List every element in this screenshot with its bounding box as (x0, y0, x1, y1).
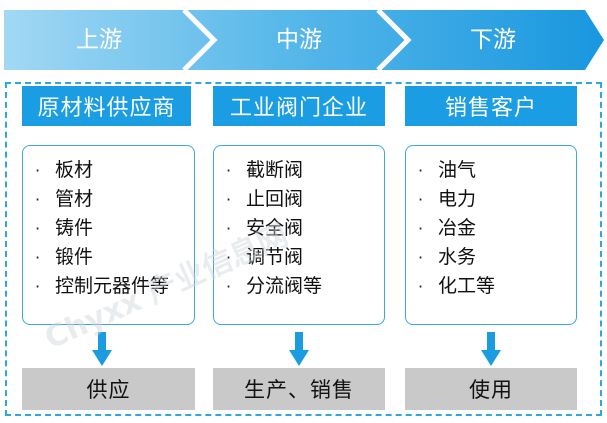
item-label: 安全阀 (246, 217, 304, 239)
bullet-icon: · (35, 161, 41, 180)
item-label: 分流阀等 (246, 275, 323, 297)
down-arrow-icon (289, 332, 309, 366)
bullet-icon: · (35, 190, 41, 209)
item-label: 锻件 (55, 246, 94, 268)
item-label: 铸件 (55, 217, 94, 239)
list-item: · 化工等 (418, 272, 576, 301)
bullet-icon: · (226, 277, 232, 296)
outcome-production-sales: 生产、销售 (213, 368, 385, 410)
banner-divider-1 (182, 8, 218, 72)
item-label: 管材 (55, 188, 94, 210)
bullet-icon: · (226, 161, 232, 180)
list-item: · 油气 (418, 156, 576, 185)
card-downstream: · 油气 · 电力 · 冶金 · 水务 · 化工等 (405, 145, 577, 325)
list-item: · 安全阀 (226, 214, 384, 243)
banner-divider-2 (376, 8, 412, 72)
bullet-icon: · (418, 248, 424, 267)
bullet-icon: · (418, 219, 424, 238)
bullet-icon: · (418, 161, 424, 180)
bullet-icon: · (418, 277, 424, 296)
stage-downstream: 下游 (470, 26, 516, 53)
item-label: 板材 (55, 159, 94, 181)
list-item: · 水务 (418, 243, 576, 272)
outcome-supply: 供应 (22, 368, 195, 410)
header-sales-customers: 销售客户 (405, 86, 577, 126)
stage-upstream: 上游 (76, 26, 122, 53)
bullet-icon: · (226, 190, 232, 209)
stage-banner (4, 8, 604, 72)
bullet-icon: · (418, 190, 424, 209)
bullet-icon: · (35, 219, 41, 238)
stage-midstream: 中游 (276, 26, 322, 53)
list-item: · 铸件 (35, 214, 194, 243)
item-label: 化工等 (438, 275, 496, 297)
list-item: · 冶金 (418, 214, 576, 243)
down-arrow-icon (92, 332, 112, 366)
bullet-icon: · (226, 219, 232, 238)
bullet-icon: · (35, 248, 41, 267)
list-item: · 管材 (35, 185, 194, 214)
list-item: · 锻件 (35, 243, 194, 272)
outcome-usage: 使用 (405, 368, 577, 410)
item-label: 止回阀 (246, 188, 304, 210)
item-label: 截断阀 (246, 159, 304, 181)
bullet-icon: · (226, 248, 232, 267)
item-label: 冶金 (438, 217, 477, 239)
list-item: · 电力 (418, 185, 576, 214)
list-item: · 分流阀等 (226, 272, 384, 301)
item-label: 水务 (438, 246, 477, 268)
bullet-icon: · (35, 277, 41, 296)
list-item: · 止回阀 (226, 185, 384, 214)
item-label: 控制元器件等 (55, 275, 170, 297)
banner-arrow (4, 10, 604, 70)
header-raw-material-suppliers: 原材料供应商 (22, 86, 191, 126)
list-item: · 截断阀 (226, 156, 384, 185)
item-label: 调节阀 (246, 246, 304, 268)
card-upstream: · 板材 · 管材 · 铸件 · 锻件 · 控制元器件等 (22, 145, 195, 325)
card-midstream: · 截断阀 · 止回阀 · 安全阀 · 调节阀 · 分流阀等 (213, 145, 385, 325)
list-item: · 板材 (35, 156, 194, 185)
item-label: 电力 (438, 188, 477, 210)
down-arrow-icon (481, 332, 501, 366)
list-item: · 调节阀 (226, 243, 384, 272)
chain-frame (5, 82, 602, 416)
header-valve-enterprises: 工业阀门企业 (213, 86, 385, 126)
list-item: · 控制元器件等 (35, 272, 194, 301)
item-label: 油气 (438, 159, 477, 181)
